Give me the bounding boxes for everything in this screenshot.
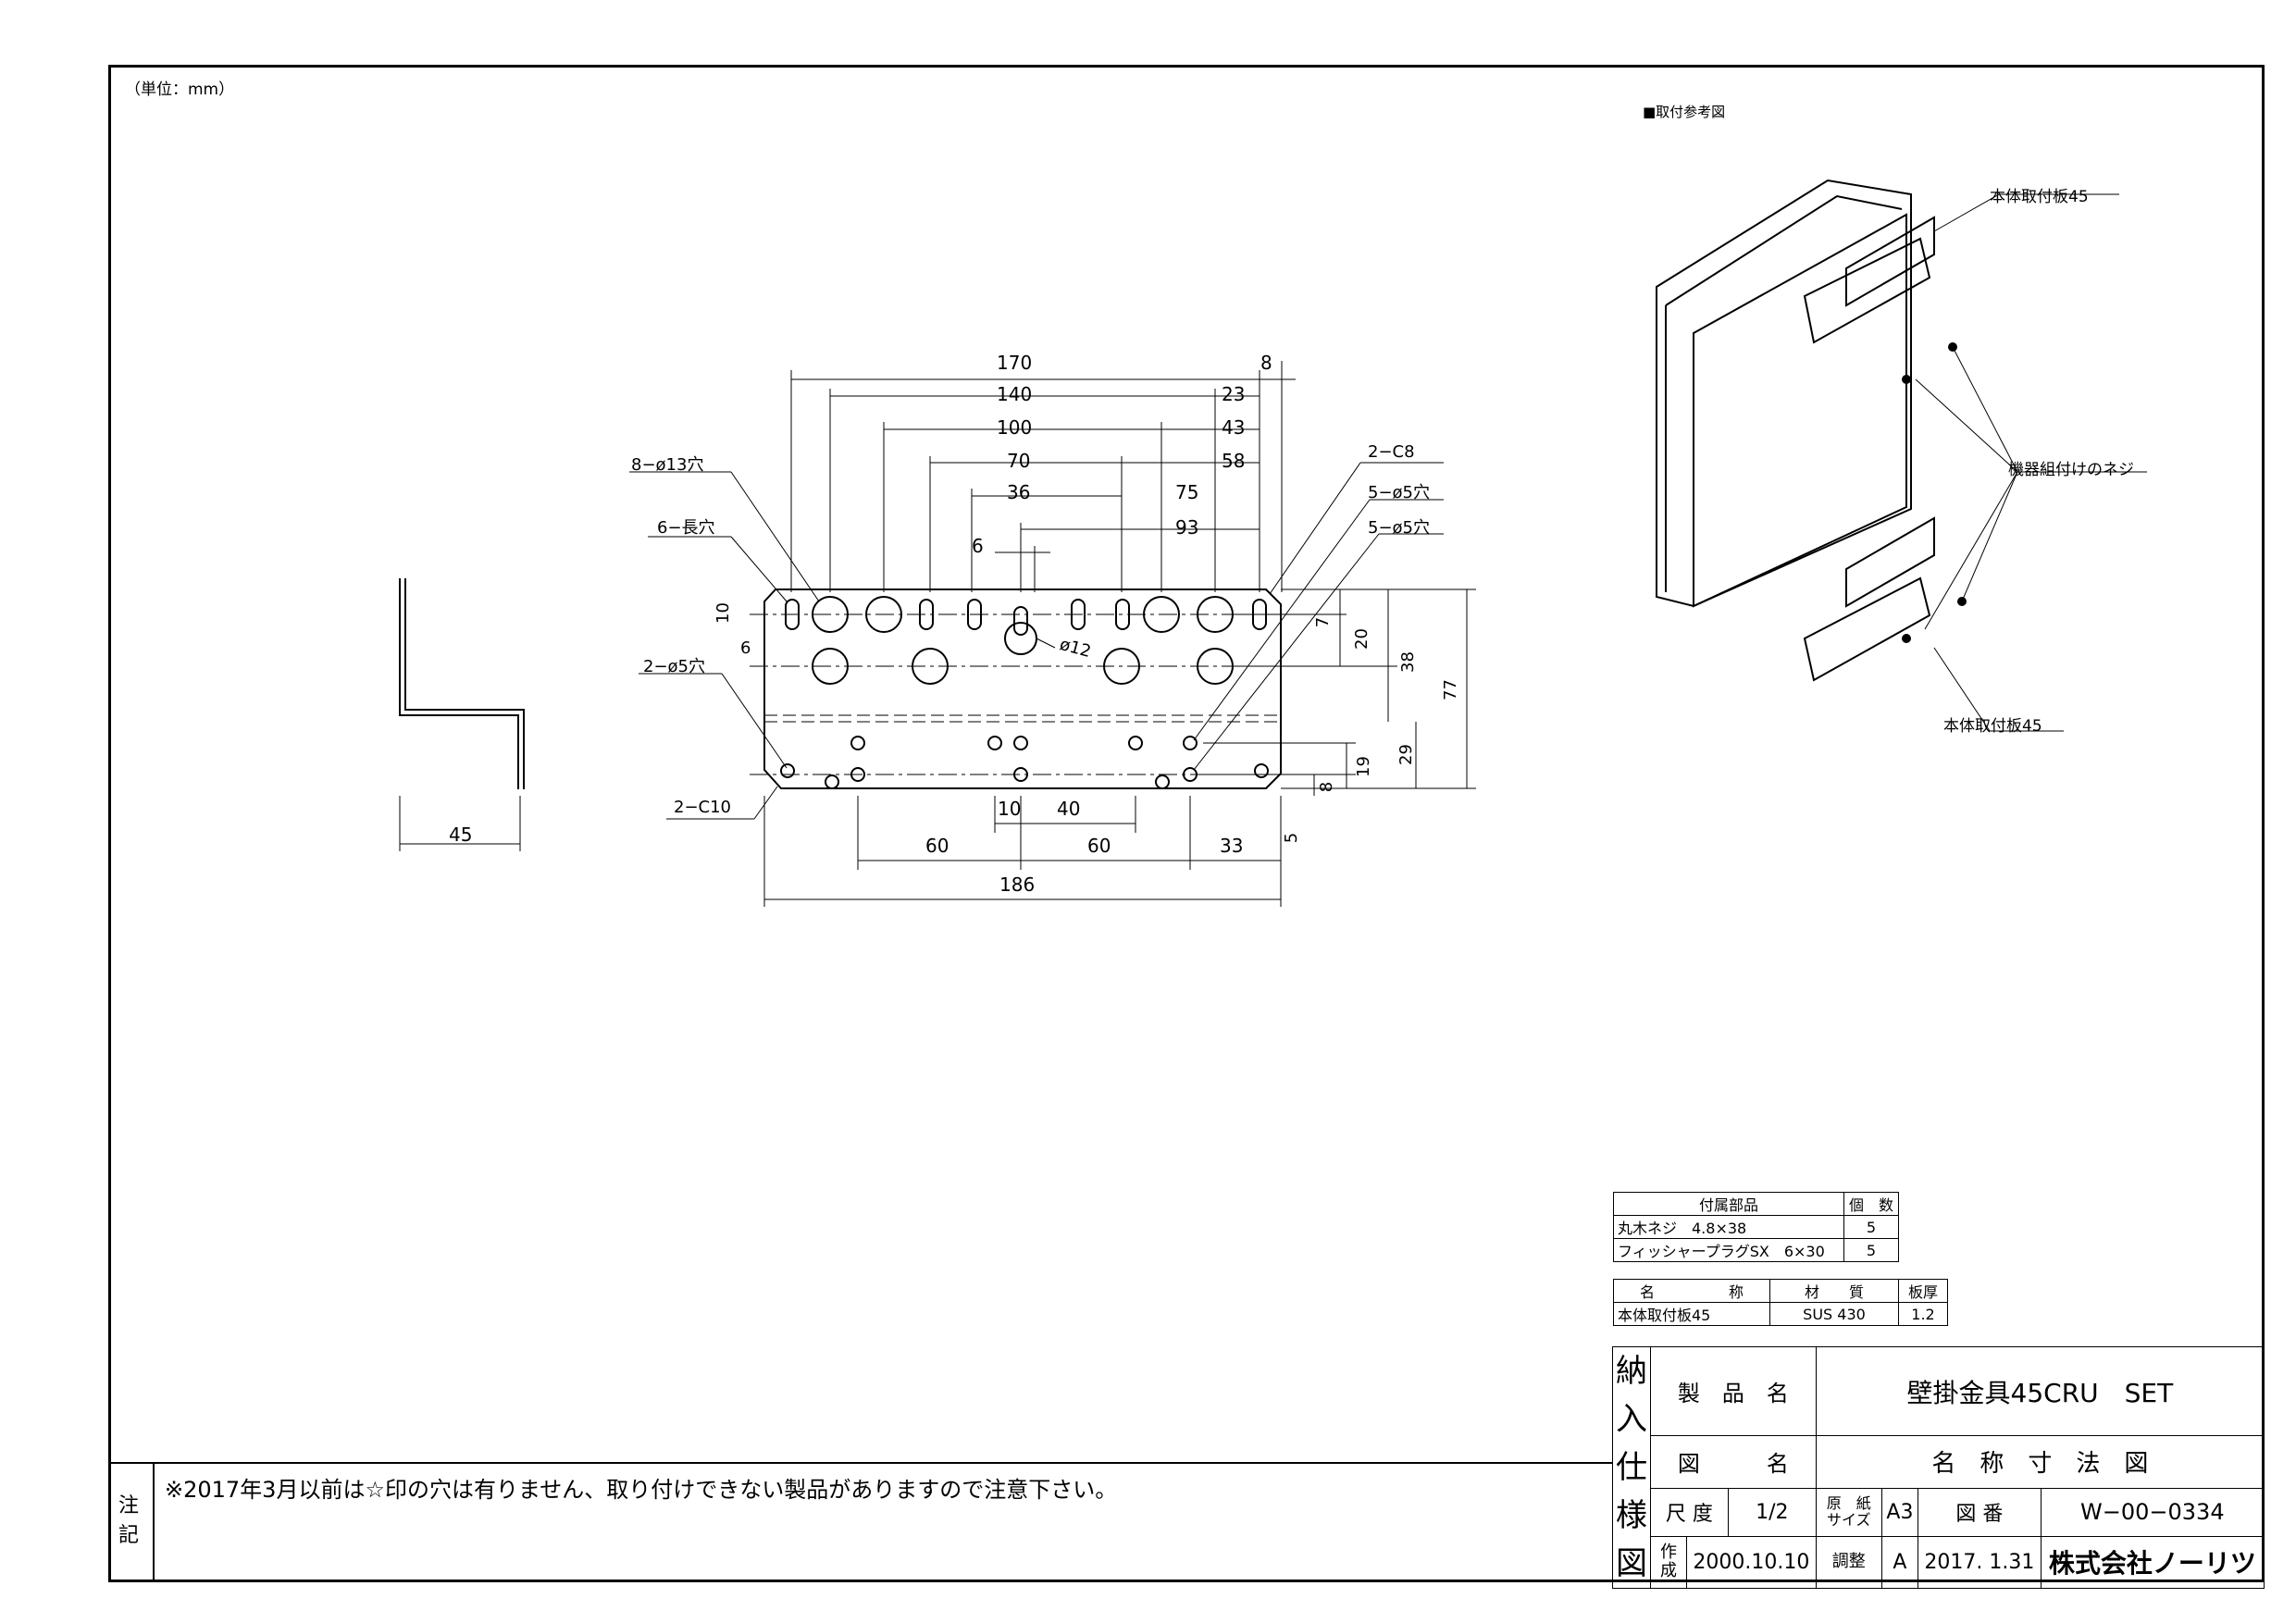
mounting-reference-sketch <box>1656 179 1935 682</box>
dim-7: 7 <box>1313 616 1334 628</box>
mat-head-thick: 板厚 <box>1898 1279 1948 1303</box>
drawing-value: 名 称 寸 法 図 <box>1815 1435 2265 1489</box>
label-2-holes: 2−ø5穴 <box>643 657 705 676</box>
label-2-c8: 2−C8 <box>1368 442 1415 462</box>
dim-186: 186 <box>999 873 1036 896</box>
made-label: 作成 <box>1650 1535 1687 1590</box>
bracket-plate <box>763 588 1282 789</box>
dim-43: 43 <box>1222 416 1246 439</box>
dim-8: 8 <box>1260 352 1272 374</box>
parts-row-qty: 5 <box>1843 1238 1899 1262</box>
dim-10-left: 10 <box>713 602 733 624</box>
label-5-holes-a: 5−ø5穴 <box>1368 483 1430 502</box>
product-value: 壁掛金具45CRU SET <box>1815 1345 2265 1437</box>
dim-70: 70 <box>1007 450 1031 472</box>
note-text: ※2017年3月以前は☆印の穴は有りません、取り付けできない製品がありますので注… <box>165 1477 1118 1503</box>
dim-140: 140 <box>997 383 1033 405</box>
parts-row-name: フィッシャープラグSX 6×30 <box>1613 1238 1844 1262</box>
dim-40: 40 <box>1057 798 1081 820</box>
unit-note: （単位：mm） <box>125 81 235 99</box>
label-5-holes-b: 5−ø5穴 <box>1368 518 1430 538</box>
dim-19: 19 <box>1353 756 1373 777</box>
dim-93: 93 <box>1175 516 1199 539</box>
dim-6-top: 6 <box>972 535 984 557</box>
mat-head-mat: 材 質 <box>1769 1279 1899 1303</box>
note-divider <box>153 1462 155 1582</box>
dim-36: 36 <box>1007 481 1031 503</box>
made-value: 2000.10.10 <box>1686 1535 1817 1590</box>
paper-value: A3 <box>1880 1487 1919 1537</box>
dim-60-b: 60 <box>1087 835 1111 857</box>
adj-mark: A <box>1880 1535 1919 1590</box>
parts-row-name: 丸木ネジ 4.8×38 <box>1613 1215 1844 1239</box>
label-2-c10: 2−C10 <box>674 798 732 817</box>
parts-head-name: 付属部品 <box>1613 1192 1844 1216</box>
dim-20: 20 <box>1351 628 1371 650</box>
dim-5: 5 <box>1282 832 1302 844</box>
label-8-holes: 8−ø13穴 <box>631 455 704 475</box>
mat-row-mat: SUS 430 <box>1769 1302 1899 1326</box>
ref-label-bottom: 本体取付板45 <box>1943 717 2042 736</box>
dim-75: 75 <box>1175 481 1199 503</box>
note-label: 注記 <box>118 1494 140 1547</box>
dim-77: 77 <box>1440 679 1460 700</box>
dim-170: 170 <box>997 352 1033 374</box>
paper-label: 原 紙サイズ <box>1815 1487 1882 1537</box>
drawing-frame <box>108 65 2265 1582</box>
dim-8-right: 8 <box>1317 781 1337 793</box>
dim-60-a: 60 <box>925 835 949 857</box>
dim-10-bottom: 10 <box>998 798 1022 820</box>
slot-hole <box>785 599 800 630</box>
adj-value: 2017. 1.31 <box>1917 1535 2042 1590</box>
adj-label: 調整 <box>1815 1535 1882 1590</box>
company-logo: 株式会社ノーリツ <box>2040 1535 2265 1590</box>
scale-label: 尺 度 <box>1650 1487 1729 1537</box>
drawing-num-label: 図 番 <box>1917 1487 2042 1537</box>
parts-head-qty: 個 数 <box>1843 1192 1899 1216</box>
label-6-slots: 6−長穴 <box>657 518 715 538</box>
material-table: 名 称 材 質 板厚 本体取付板45 SUS 430 1.2 <box>1613 1279 1948 1326</box>
dim-23: 23 <box>1222 383 1246 405</box>
parts-table: 付属部品 個 数 丸木ネジ 4.8×38 5 フィッシャープラグSX 6×30 … <box>1613 1192 1899 1262</box>
spec-side-label: 納入仕様図 <box>1612 1346 1651 1589</box>
scale-value: 1/2 <box>1727 1487 1817 1537</box>
hole-13 <box>812 596 849 633</box>
mat-head-name: 名 称 <box>1613 1279 1770 1303</box>
note-area <box>108 1462 1612 1584</box>
dim-100: 100 <box>997 416 1033 439</box>
dim-side-width: 45 <box>449 824 473 846</box>
dim-33: 33 <box>1220 835 1244 857</box>
side-view-profile <box>399 578 519 789</box>
drawing-num-value: W−00−0334 <box>2040 1487 2265 1537</box>
parts-row-qty: 5 <box>1843 1215 1899 1239</box>
dim-38: 38 <box>1397 651 1418 673</box>
drawing-label: 図 名 <box>1650 1435 1817 1489</box>
mat-row-thick: 1.2 <box>1898 1302 1948 1326</box>
title-block: 納入仕様図 製 品 名 壁掛金具45CRU SET 図 名 名 称 寸 法 図 … <box>1612 1345 2265 1590</box>
dim-29: 29 <box>1396 744 1416 765</box>
mat-row-name: 本体取付板45 <box>1613 1302 1770 1326</box>
dim-6-left: 6 <box>740 638 751 658</box>
ref-title: ■取付参考図 <box>1643 104 1726 120</box>
ref-label-top: 本体取付板45 <box>1990 188 2089 206</box>
product-label: 製 品 名 <box>1650 1345 1817 1437</box>
ref-label-screw: 機器組付けのネジ <box>2008 461 2134 479</box>
dim-58: 58 <box>1222 450 1246 472</box>
